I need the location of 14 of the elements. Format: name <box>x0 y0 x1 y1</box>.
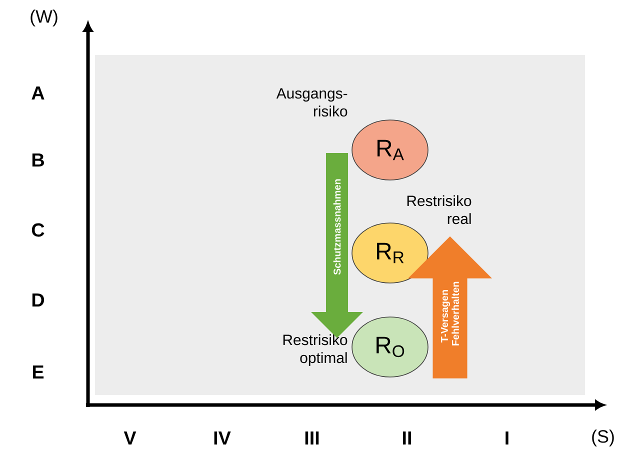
axis-title: (W) <box>30 10 58 26</box>
category-label: B <box>32 154 44 166</box>
category-label: III <box>305 431 319 444</box>
category-label: D <box>32 294 44 306</box>
category-label: I <box>506 431 508 444</box>
category-label: C <box>32 223 44 237</box>
category-label: IV <box>214 431 231 444</box>
axis-title: (S) <box>592 430 614 446</box>
category-label: A <box>32 86 44 100</box>
category-label: E <box>32 365 44 378</box>
risk-label: Restrisiko real <box>407 195 472 224</box>
risk-label: Ausgangs- risiko <box>276 88 348 117</box>
category-label: V <box>124 431 136 444</box>
category-label: II <box>403 431 411 444</box>
